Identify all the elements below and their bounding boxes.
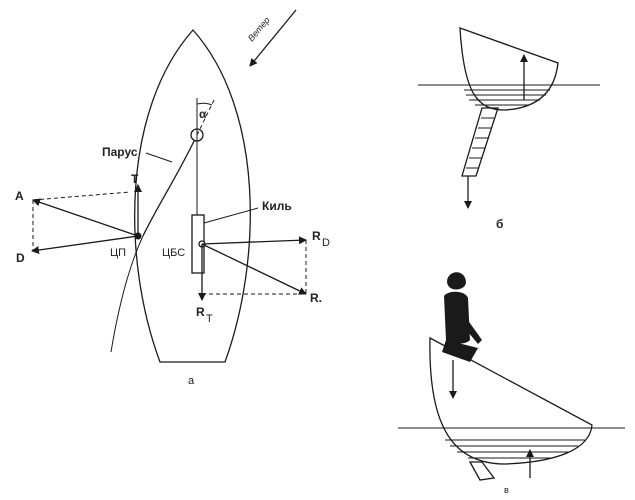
force-RD-arrow	[201, 236, 307, 245]
force-T-label: T	[131, 172, 139, 186]
cp-label: ЦП	[110, 247, 126, 259]
keel-leader	[203, 207, 259, 224]
figure-b: б	[418, 27, 600, 231]
sail-extension	[110, 235, 144, 353]
crew-head	[447, 272, 466, 290]
force-A-arrow	[32, 198, 139, 237]
figure-c-caption: в	[504, 485, 509, 495]
figure-c: в	[398, 272, 625, 495]
sail-label: Парус	[102, 145, 138, 159]
crew-legs	[442, 340, 478, 362]
force-RT-sub: T	[206, 313, 213, 325]
cbs-label: ЦБС	[162, 247, 185, 259]
wind-label: Ветер	[246, 15, 272, 43]
keel-hatch-b	[466, 117, 494, 169]
force-R-arrow	[201, 243, 307, 295]
hull-section-c	[429, 336, 593, 465]
force-A-label: A	[15, 189, 24, 203]
figure-a-caption: а	[188, 375, 195, 387]
hull-hatch-c	[445, 439, 585, 459]
force-D-label: D	[16, 251, 25, 265]
force-D-arrow	[31, 235, 139, 254]
force-RT-label: R	[196, 305, 205, 319]
keel-b	[461, 107, 499, 177]
crew-torso	[444, 291, 470, 344]
hull-section-b	[459, 27, 559, 111]
crew-figure	[442, 272, 482, 362]
force-R-label: R.	[310, 291, 322, 305]
keel-label: Киль	[262, 199, 292, 213]
hull-outline	[134, 29, 251, 363]
force-RD-label: R	[312, 229, 321, 243]
crew-arm	[458, 312, 482, 344]
wind-arrow	[249, 9, 297, 67]
alpha-label: α	[199, 107, 207, 121]
sail-curve	[142, 134, 198, 237]
keel-c	[468, 461, 496, 481]
alpha-arc	[196, 102, 213, 106]
hull-hatch-b	[464, 89, 550, 106]
figure-a: α Ветер Парус Киль A T D ЦП ЦБС R D R T	[15, 9, 330, 387]
dash-A-T	[32, 191, 131, 201]
force-RD-sub: D	[322, 237, 330, 249]
sail-leader	[145, 152, 173, 163]
figure-b-caption: б	[496, 217, 503, 231]
